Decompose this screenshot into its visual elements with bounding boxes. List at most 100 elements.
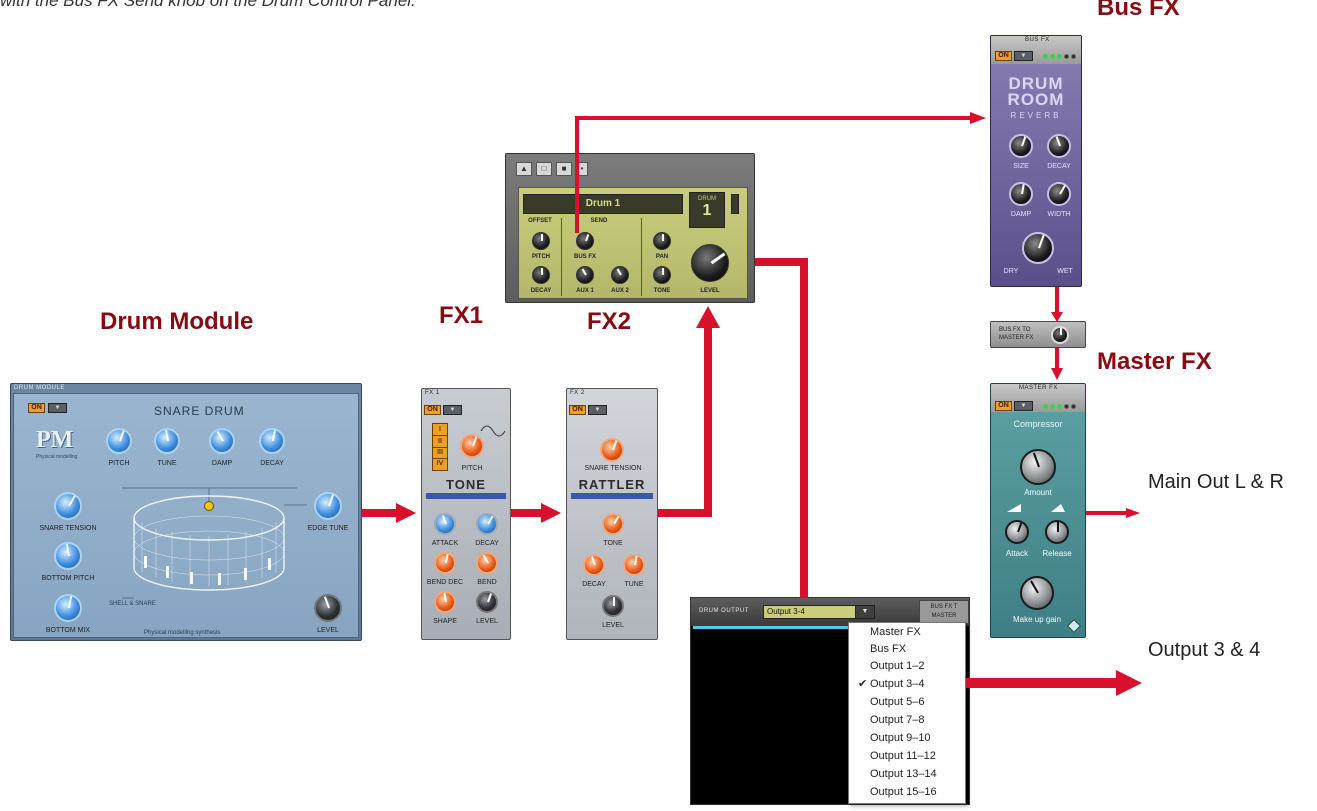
menu-item-label: Output 15–16 (870, 786, 937, 798)
bus-fx-label: Bus FX (1097, 0, 1180, 21)
bus-fx-to-master-knob[interactable] (1051, 326, 1069, 344)
arrow-output-3-4 (1116, 670, 1142, 696)
master-fx-led-5 (1071, 404, 1076, 409)
patch-up-down-button[interactable]: ▲ (516, 162, 532, 176)
menu-item-bus-fx[interactable]: Bus FX (849, 641, 965, 658)
fx1-bend-dec-knob[interactable] (434, 552, 456, 574)
patch-extra-button[interactable]: • (576, 162, 588, 176)
aux2-send-label: AUX 2 (611, 288, 629, 294)
menu-item-output-1-2[interactable]: Output 1–2 (849, 658, 965, 675)
shell-snare-label: SHELL & SNARE (109, 601, 156, 607)
master-fx-diamond-icon (1066, 618, 1082, 634)
drum-number-scroll[interactable] (731, 194, 739, 214)
offset-pitch-knob[interactable] (532, 232, 550, 250)
fx2-level-knob[interactable] (602, 595, 624, 617)
browse-folder-icon[interactable]: □ (536, 162, 552, 176)
fx2-tone-knob[interactable] (602, 513, 624, 535)
drum-output-menu: Master FX Bus FX Output 1–2 ✔Output 3–4 … (848, 622, 966, 804)
bottom-mix-knob[interactable] (54, 594, 82, 622)
bus-fx-menu-button[interactable]: ▼ (1014, 51, 1033, 61)
fx1-waveform-switch[interactable]: I II III IV (432, 423, 448, 471)
fx1-decay-knob[interactable] (476, 513, 498, 535)
compressor-makeup-gain-knob[interactable] (1020, 576, 1054, 610)
main-out-label: Main Out L & R (1148, 471, 1284, 493)
damp-knob[interactable] (209, 428, 235, 454)
compressor-amount-label: Amount (1024, 488, 1052, 497)
fx1-switch-2[interactable]: II (433, 436, 447, 448)
master-fx-on-button[interactable]: ON (995, 401, 1012, 411)
fx2-menu-button[interactable]: ▼ (588, 405, 607, 415)
compressor-release-knob[interactable] (1045, 520, 1069, 544)
snare-tension-knob[interactable] (54, 492, 82, 520)
arrow-main-out (1126, 508, 1140, 518)
bottom-pitch-knob[interactable] (54, 542, 82, 570)
drum-room-title: DRUM ROOM (991, 75, 1081, 109)
compressor-attack-knob[interactable] (1005, 520, 1029, 544)
fx1-switch-4[interactable]: IV (433, 459, 447, 470)
offset-pitch-label: PITCH (532, 254, 550, 260)
menu-item-output-13-14[interactable]: Output 13–14 (849, 766, 965, 783)
aux1-send-knob[interactable] (576, 266, 594, 284)
fx2-snare-tension-knob[interactable] (600, 438, 624, 462)
fx1-on-button[interactable]: ON (424, 405, 441, 415)
menu-item-master-fx[interactable]: Master FX (849, 624, 965, 641)
master-fx-menu-button[interactable]: ▼ (1014, 401, 1033, 411)
chevron-down-icon[interactable]: ▼ (855, 605, 875, 619)
tune-knob[interactable] (154, 428, 180, 454)
pitch-knob[interactable] (106, 428, 132, 454)
drum-room-line-2: ROOM (1007, 90, 1065, 109)
drum-level-label: LEVEL (700, 288, 720, 294)
reverb-damp-knob[interactable] (1009, 182, 1033, 206)
reverb-width-knob[interactable] (1047, 182, 1071, 206)
menu-item-output-7-8[interactable]: Output 7–8 (849, 712, 965, 729)
menu-item-label: Output 7–8 (870, 714, 925, 726)
compressor-amount-knob[interactable] (1020, 449, 1056, 485)
level-knob[interactable] (314, 594, 342, 622)
fx1-level-knob[interactable] (476, 591, 498, 613)
fx1-shape-knob[interactable] (434, 591, 456, 613)
arrow-fx1-to-fx2 (541, 503, 561, 523)
fx2-decay-label: DECAY (582, 581, 606, 588)
menu-item-output-9-10[interactable]: Output 9–10 (849, 730, 965, 747)
menu-item-output-5-6[interactable]: Output 5–6 (849, 694, 965, 711)
reverb-decay-knob[interactable] (1047, 134, 1071, 158)
drum-module-on-button[interactable]: ON (28, 403, 45, 413)
menu-item-output-11-12[interactable]: Output 11–12 (849, 748, 965, 765)
tone-knob[interactable] (653, 266, 671, 284)
fx1-label: FX1 (439, 302, 484, 329)
arrow-to-master-fx (1051, 368, 1063, 380)
fx1-switch-1[interactable]: I (433, 424, 447, 436)
aux2-send-knob[interactable] (611, 266, 629, 284)
save-icon[interactable]: ■ (556, 162, 572, 176)
fx1-attack-knob[interactable] (434, 513, 456, 535)
checkmark-icon: ✔ (858, 678, 868, 690)
bus-fx-on-button[interactable]: ON (995, 51, 1012, 61)
fx2-decay-knob[interactable] (583, 554, 605, 576)
decay-label: DECAY (260, 460, 284, 467)
reverb-wet-label: WET (1057, 268, 1073, 275)
reverb-dry-wet-knob[interactable] (1022, 232, 1054, 264)
fx2-on-button[interactable]: ON (569, 405, 586, 415)
fx1-menu-button[interactable]: ▼ (443, 405, 462, 415)
cable-fx2-to-control (658, 326, 712, 517)
menu-item-output-3-4[interactable]: ✔Output 3–4 (849, 676, 965, 693)
master-fx-led-4 (1064, 404, 1069, 409)
menu-item-output-15-16[interactable]: Output 15–16 (849, 784, 965, 801)
lcd-divider-2 (641, 218, 642, 296)
fx1-decay-label: DECAY (475, 540, 499, 547)
edge-tune-knob[interactable] (314, 492, 342, 520)
fx1-pitch-knob[interactable] (460, 434, 484, 458)
decay-knob[interactable] (259, 428, 285, 454)
drum-level-knob[interactable] (691, 244, 729, 282)
reverb-size-knob[interactable] (1009, 134, 1033, 158)
drum-module-menu-button[interactable]: ▼ (48, 403, 67, 413)
offset-decay-knob[interactable] (532, 266, 550, 284)
pan-knob[interactable] (653, 232, 671, 250)
drum-control-lcd: Drum 1 DRUM 1 OFFSET SEND PITCH BUS FX P… (518, 187, 748, 299)
patch-name-display[interactable]: Drum 1 (523, 194, 683, 214)
fx1-switch-3[interactable]: III (433, 448, 447, 459)
drum-control-panel: ▲ □ ■ • Drum 1 DRUM 1 OFFSET SEND PITCH … (505, 153, 755, 303)
fx2-tune-knob[interactable] (623, 554, 645, 576)
fx1-bend-knob[interactable] (476, 552, 498, 574)
bus-fx-send-knob[interactable] (576, 232, 594, 250)
